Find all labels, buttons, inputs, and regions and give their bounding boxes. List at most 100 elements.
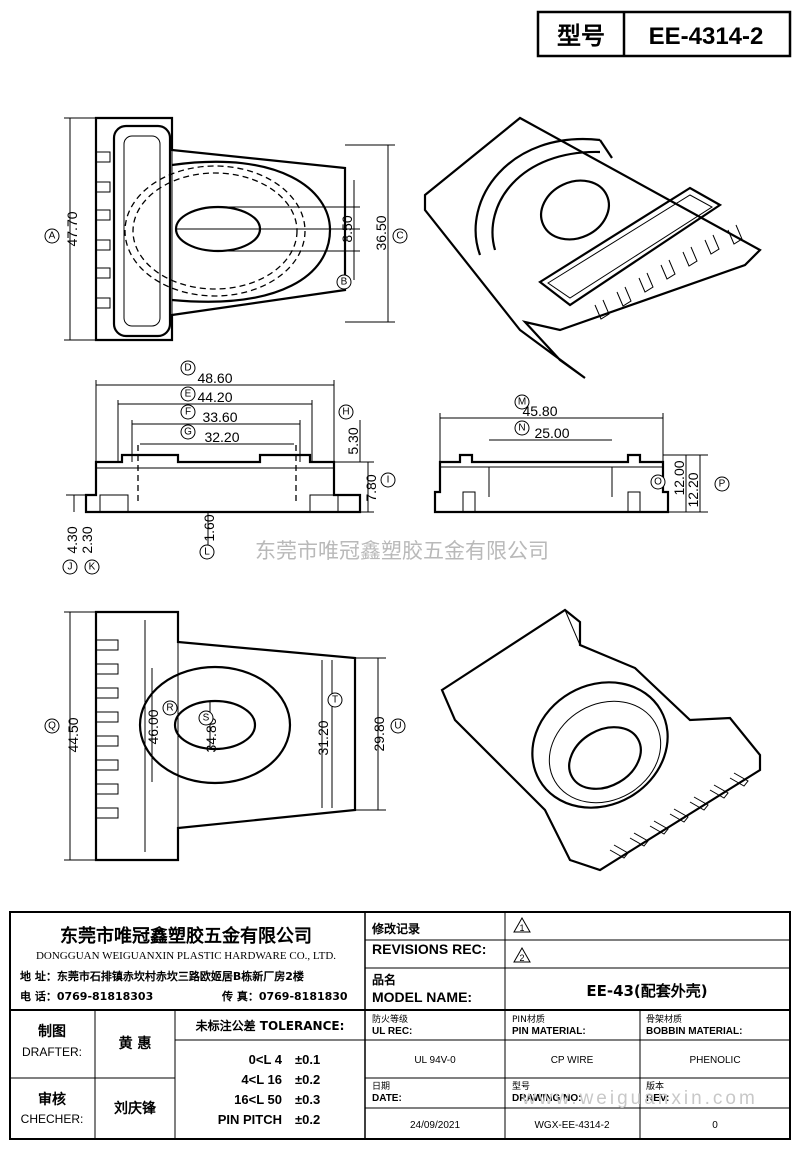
tolerance-range-3: 16<L 50 xyxy=(234,1092,282,1107)
dim-H-label: H xyxy=(342,407,349,418)
dim-A-label: A xyxy=(49,231,56,242)
dim-S-label: S xyxy=(203,713,210,724)
dim-Q-value: 44.50 xyxy=(65,717,81,752)
ul-rec-label-en: UL REC: xyxy=(372,1026,412,1037)
pin-material-label-en: PIN MATERIAL: xyxy=(512,1026,586,1037)
revision-1-marker: 1 xyxy=(519,923,524,933)
dim-M-value: 45.80 xyxy=(522,403,557,419)
dim-F-value: 33.60 xyxy=(202,409,237,425)
pin-material-value: CP WIRE xyxy=(551,1055,594,1066)
drawing-no-value: WGX-EE-4314-2 xyxy=(534,1120,609,1131)
dim-S-value: 34.80 xyxy=(203,717,219,752)
dim-K-value: 2.30 xyxy=(79,526,95,553)
drafter-name: 黄 惠 xyxy=(119,1035,152,1052)
checker-name: 刘庆锋 xyxy=(114,1100,157,1117)
dim-D-label: D xyxy=(184,363,191,374)
dim-C-value: 36.50 xyxy=(373,215,389,250)
bottom-view: 44.50 Q 46.00 R 34.80 S 31.20 T 29.80 U xyxy=(44,610,406,862)
tolerance-range-1: 0<L 4 xyxy=(249,1052,283,1067)
dim-P-label: P xyxy=(719,479,726,490)
model-value: EE-4314-2 xyxy=(649,23,764,50)
dim-L-label: L xyxy=(204,547,210,558)
model-header: 型号 EE-4314-2 xyxy=(536,10,792,58)
dim-D-value: 48.60 xyxy=(197,370,232,386)
bobbin-material-label-cn: 骨架材质 xyxy=(646,1013,682,1025)
dim-B-value: 8.50 xyxy=(339,215,355,242)
revisions-label-cn: 修改记录 xyxy=(371,921,420,936)
rev-label-en: REV: xyxy=(646,1093,669,1104)
ul-rec-value: UL 94V-0 xyxy=(414,1055,456,1066)
tolerance-value-2: ±0.2 xyxy=(295,1072,320,1087)
dim-A-value: 47.70 xyxy=(64,211,80,246)
rev-value: 0 xyxy=(712,1120,718,1131)
revision-2-marker: 2 xyxy=(519,953,524,963)
watermark-center: 东莞市唯冠鑫塑胶五金有限公司 xyxy=(255,539,549,563)
company-address: 地 址：东莞市石排镇赤坎村赤坎三路欧姬居B栋新厂房2楼 xyxy=(20,969,304,983)
dim-C-label: C xyxy=(396,231,403,242)
drawing-no-label-en: DRAWING NO: xyxy=(512,1093,581,1104)
company-fax: 传 真：0769-8181830 xyxy=(221,989,348,1003)
dim-F-label: F xyxy=(185,407,191,418)
tolerance-title: 未标注公差 TOLERANCE: xyxy=(195,1018,345,1033)
date-label-en: DATE: xyxy=(372,1093,402,1104)
dim-R-label: R xyxy=(166,703,173,714)
drafter-label-en: DRAFTER: xyxy=(22,1045,82,1059)
dim-M-label: M xyxy=(518,397,526,408)
dim-P-value: 12.20 xyxy=(685,472,701,507)
watermark-bottom: www.weiguanxin.com xyxy=(521,1088,758,1109)
dim-Q-label: Q xyxy=(48,721,56,732)
dim-B-label: B xyxy=(341,277,348,288)
dim-I-value: 7.80 xyxy=(363,474,379,501)
side-view: 45.80 M 25.00 N 12.00 12.20 O P xyxy=(433,394,730,514)
isometric-view-top xyxy=(423,116,762,379)
dim-I-label: I xyxy=(387,475,390,486)
model-name-label-en: MODEL NAME: xyxy=(372,989,472,1005)
dim-N-label: N xyxy=(518,423,525,434)
company-tel: 电 话：0769-81818303 xyxy=(20,989,153,1003)
dim-H-value: 5.30 xyxy=(345,427,361,454)
company-name-cn: 东莞市唯冠鑫塑胶五金有限公司 xyxy=(60,925,312,947)
dim-R-value: 46.00 xyxy=(145,709,161,744)
model-label: 型号 xyxy=(557,22,605,50)
dim-O-label: O xyxy=(654,477,662,488)
company-name-en: DONGGUAN WEIGUANXIN PLASTIC HARDWARE CO.… xyxy=(36,950,336,962)
model-name-value: EE-43(配套外壳) xyxy=(586,982,707,1000)
ul-rec-label-cn: 防火等级 xyxy=(372,1013,408,1025)
checker-label-en: CHECHER: xyxy=(21,1112,84,1126)
tolerance-range-4: PIN PITCH xyxy=(218,1112,282,1127)
bobbin-material-label-en: BOBBIN MATERIAL: xyxy=(646,1026,742,1037)
title-block: 东莞市唯冠鑫塑胶五金有限公司 DONGGUAN WEIGUANXIN PLAST… xyxy=(9,911,791,1140)
top-view: 47.70 A 8.50 B 36.50 C xyxy=(44,116,408,342)
dim-O-value: 12.00 xyxy=(671,460,687,495)
rev-label-cn: 版本 xyxy=(646,1080,664,1092)
dim-G-value: 32.20 xyxy=(204,429,239,445)
drawing-no-label-cn: 型号 xyxy=(512,1081,530,1092)
dim-U-value: 29.80 xyxy=(371,716,387,751)
revisions-label-en: REVISIONS REC: xyxy=(372,941,486,957)
dim-U-label: U xyxy=(394,721,401,732)
tolerance-value-4: ±0.2 xyxy=(295,1112,320,1127)
checker-label-cn: 审核 xyxy=(38,1091,66,1108)
tolerance-range-2: 4<L 16 xyxy=(241,1072,282,1087)
dim-J-label: J xyxy=(68,562,73,573)
model-name-label-cn: 品名 xyxy=(372,972,396,987)
isometric-view-bottom xyxy=(440,608,762,872)
date-label-cn: 日期 xyxy=(372,1081,390,1092)
dim-N-value: 25.00 xyxy=(534,425,569,441)
dim-T-value: 31.20 xyxy=(315,720,331,755)
dim-G-label: G xyxy=(184,427,192,438)
dim-E-value: 44.20 xyxy=(197,389,232,405)
bobbin-material-value: PHENOLIC xyxy=(689,1055,740,1066)
dim-E-label: E xyxy=(185,389,192,400)
tolerance-value-3: ±0.3 xyxy=(295,1092,320,1107)
dim-J-value: 4.30 xyxy=(64,526,80,553)
date-value: 24/09/2021 xyxy=(410,1120,460,1131)
front-view: 48.60 D 44.20 E 33.60 F 32.20 G 5.30 H 7… xyxy=(62,360,396,575)
tolerance-value-1: ±0.1 xyxy=(295,1052,320,1067)
dim-T-label: T xyxy=(332,695,338,706)
dim-L-value: 1.60 xyxy=(201,514,217,541)
pin-material-label-cn: PIN材质 xyxy=(512,1013,545,1025)
dim-K-label: K xyxy=(89,562,96,573)
drafter-label-cn: 制图 xyxy=(38,1023,66,1040)
